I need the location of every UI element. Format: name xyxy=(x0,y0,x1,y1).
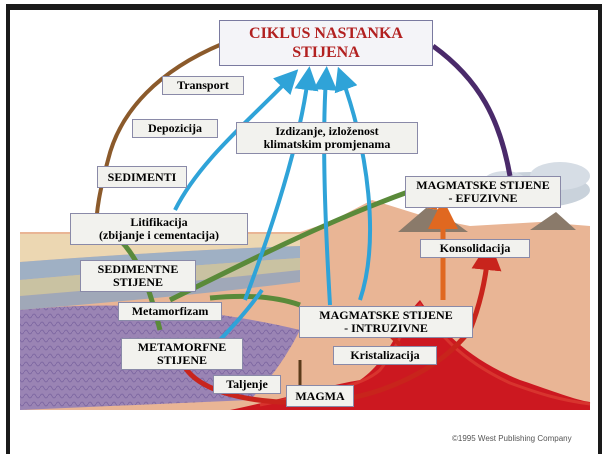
publisher-credit: ©1995 West Publishing Company xyxy=(452,434,572,443)
arrow-transport xyxy=(96,44,222,232)
label-litifikacija: Litifikacija (zbijanje i cementacija) xyxy=(70,213,248,245)
label-litifikacija-line-2: (zbijanje i cementacija) xyxy=(75,229,243,242)
label-magmatske-intruzivne: MAGMATSKE STIJENE - INTRUZIVNE xyxy=(299,306,473,338)
label-metamorfne-stijene: METAMORFNE STIJENE xyxy=(121,338,243,370)
label-izdizanje-line-2: klimatskim promjenama xyxy=(241,138,413,151)
label-sedimentne-line-2: STIJENE xyxy=(85,276,191,289)
arrow-weathering-efusive xyxy=(433,46,510,176)
title-box: CIKLUS NASTANKA STIJENA xyxy=(219,20,433,66)
label-magma: MAGMA xyxy=(286,385,354,407)
label-kristalizacija: Kristalizacija xyxy=(333,346,437,365)
label-sedimentne-stijene: SEDIMENTNE STIJENE xyxy=(80,260,196,292)
label-metamorfizam: Metamorfizam xyxy=(118,302,222,321)
label-taljenje: Taljenje xyxy=(213,375,281,394)
label-efuzivne-line-2: - EFUZIVNE xyxy=(410,192,556,205)
label-metamorfne-line-2: STIJENE xyxy=(126,354,238,367)
label-magmatske-efuzivne: MAGMATSKE STIJENE - EFUZIVNE xyxy=(405,176,561,208)
label-transport: Transport xyxy=(162,76,244,95)
title-line-1: CIKLUS NASTANKA xyxy=(220,24,432,43)
label-sedimenti: SEDIMENTI xyxy=(97,166,187,188)
label-izdizanje: Izdizanje, izloženost klimatskim promjen… xyxy=(236,122,418,154)
label-intruzivne-line-2: - INTRUZIVNE xyxy=(304,322,468,335)
label-konsolidacija: Konsolidacija xyxy=(420,239,530,258)
title-line-2: STIJENA xyxy=(220,43,432,62)
label-depozicija: Depozicija xyxy=(132,119,218,138)
